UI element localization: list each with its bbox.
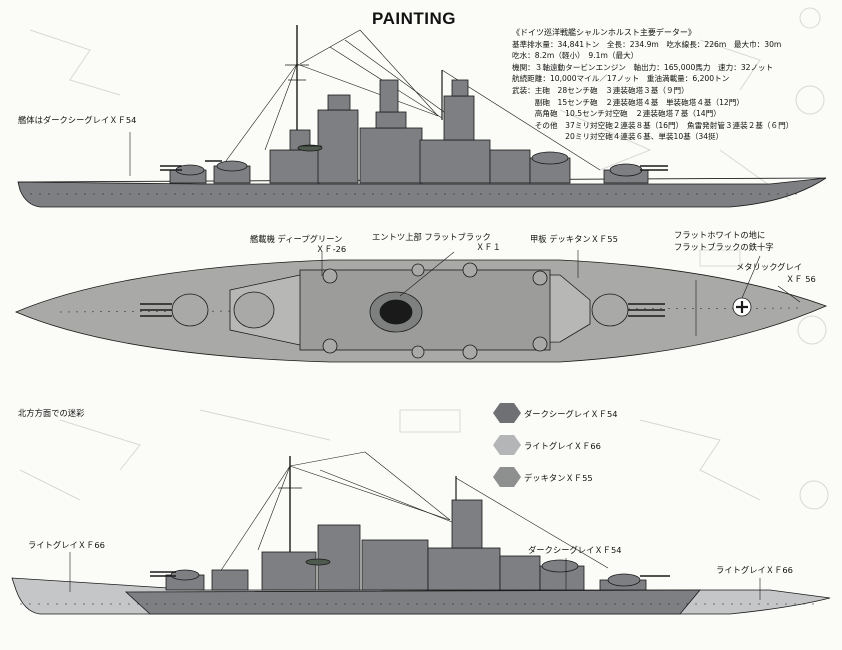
swatch-hexagon-icon [493, 403, 521, 423]
label-metallic-code: ＸＦ 56 [786, 274, 816, 284]
label-metallic: メタリックグレイ [736, 262, 803, 272]
label-camouflage-title: 北方方面での迷彩 [18, 408, 85, 418]
swatch-hexagon-icon [493, 467, 521, 487]
spec-line: 航続距離：10,000マイル／17ノット 重油満載量：6,200トン [512, 74, 730, 84]
label-bottom-light-gray-right: ライトグレイＸＦ66 [716, 565, 793, 575]
label-bottom-dark-gray: ダークシーグレイＸＦ54 [528, 545, 622, 555]
label-funnel-color: エントツ上部 フラットブラック [372, 232, 491, 242]
specs-heading: 《ドイツ巡洋戦艦シャルンホルスト主要データー》 [512, 28, 696, 37]
spec-line: 高角砲 10.5センチ対空砲 ２連装砲塔７基（14門） [512, 109, 721, 119]
label-deck-color: 甲板 デッキタンＸＦ55 [530, 234, 618, 244]
label-hull-color: 艦体はダークシーグレイＸＦ54 [18, 115, 137, 125]
plan-view [14, 132, 828, 363]
spec-line: 機関：３軸遠動タービンエンジン 軸出力：165,000馬力 速力：32ノット [512, 62, 774, 72]
side-profile-camouflage [11, 451, 831, 615]
spec-line: 副砲 15センチ砲 ２連装砲塔４基 単装砲塔４基（12門） [512, 97, 744, 107]
legend-label: ダークシーグレイＸＦ54 [524, 409, 618, 419]
label-cross-background: フラットホワイトの地に [674, 230, 766, 240]
label-aircraft-color: 艦載機 ディープグリーン [250, 234, 343, 244]
label-aircraft-code: ＸＦ-26 [316, 244, 347, 254]
spec-line: 20ミリ対空砲４連装６基、単装10基（34挺） [512, 132, 724, 142]
swatch-hexagon-icon [493, 435, 521, 455]
spec-line: その他 37ミリ対空砲２連装８基（16門） 魚雷発射管３連装２基（６門） [512, 120, 794, 130]
spec-line: 武装：主砲 28センチ砲 ３連装砲塔３基（９門） [512, 85, 689, 95]
label-bottom-light-gray-left: ライトグレイＸＦ66 [28, 540, 105, 550]
camo-dark-band [124, 589, 701, 615]
ship-specifications: 《ドイツ巡洋戦艦シャルンホルスト主要データー》 基準排水量：34,841トン 全… [512, 27, 832, 143]
label-funnel-code: ＸＦ１ [476, 242, 501, 252]
spec-line: 基準排水量：34,841トン 全長：234.9m 吃水線長：226m 最大巾：3… [512, 39, 782, 49]
label-cross-color: フラットブラックの鉄十字 [674, 242, 774, 252]
spec-line: 吃水：8.2m（軽小） 9.1m（最大） [512, 51, 639, 61]
legend-label: ライトグレイＸＦ66 [524, 441, 601, 451]
side-profile-top [17, 25, 827, 208]
legend-label: デッキタンＸＦ55 [524, 473, 593, 483]
hull-top [17, 177, 827, 208]
page-title: PAINTING [372, 9, 456, 28]
